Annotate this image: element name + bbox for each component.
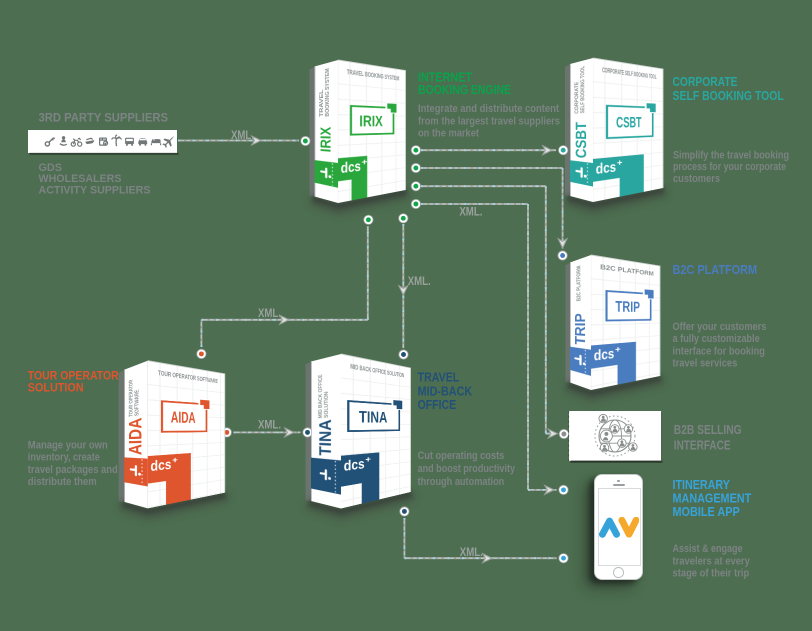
svg-text:OFFICE: OFFICE [418, 397, 457, 412]
svg-text:TRAVEL: TRAVEL [418, 370, 460, 385]
svg-text:ITINERARY: ITINERARY [673, 477, 731, 492]
svg-text:dcs: dcs [150, 457, 171, 475]
svg-text:ACTIVITY SUPPLIERS: ACTIVITY SUPPLIERS [39, 184, 151, 196]
svg-text:MID-BACK: MID-BACK [418, 383, 473, 398]
svg-text:customers: customers [673, 173, 720, 185]
svg-text:Simplify the travel booking: Simplify the travel booking [673, 149, 789, 161]
svg-text:distribute them: distribute them [28, 476, 97, 488]
svg-text:IRIX: IRIX [318, 126, 335, 152]
svg-text:INTERNET: INTERNET [418, 70, 472, 84]
svg-text:Manage your own: Manage your own [28, 439, 108, 451]
svg-text:through automation: through automation [418, 476, 505, 488]
svg-text:B2C PLATFORM: B2C PLATFORM [673, 262, 758, 277]
svg-text:XML.: XML. [258, 308, 281, 320]
svg-text:XML.: XML. [408, 276, 431, 288]
svg-text:dcs: dcs [344, 456, 365, 475]
svg-text:Integrate and distribute conte: Integrate and distribute content [418, 103, 559, 115]
svg-text:BOOKING SYSTEM: BOOKING SYSTEM [324, 67, 330, 117]
svg-text:Cut operating costs: Cut operating costs [418, 450, 505, 462]
svg-text:SOFTWARE: SOFTWARE [133, 389, 139, 416]
svg-text:from the largest travel suppli: from the largest travel suppliers [418, 115, 560, 127]
svg-text:MANAGEMENT: MANAGEMENT [673, 491, 752, 506]
svg-text:interface for booking: interface for booking [673, 345, 766, 357]
svg-text:travel services: travel services [673, 357, 738, 369]
svg-text:CORPORATE: CORPORATE [574, 81, 580, 114]
svg-text:Assist & engage: Assist & engage [673, 543, 743, 555]
svg-text:IRIX: IRIX [359, 112, 383, 130]
svg-text:3RD PARTY SUPPLIERS: 3RD PARTY SUPPLIERS [39, 111, 169, 125]
svg-text:WHOLESALERS: WHOLESALERS [39, 173, 122, 185]
svg-text:XML.: XML. [460, 547, 483, 559]
svg-text:a fully customizable: a fully customizable [673, 333, 760, 345]
svg-text:+: + [172, 456, 178, 466]
svg-text:+: + [365, 455, 371, 465]
svg-text:AIDA: AIDA [171, 409, 196, 427]
svg-text:CORPORATE: CORPORATE [673, 74, 738, 89]
svg-text:CSBT: CSBT [573, 122, 590, 160]
svg-text:TINA: TINA [359, 408, 387, 426]
svg-text:dcs: dcs [341, 159, 361, 177]
svg-text:SOLUTION: SOLUTION [28, 383, 84, 395]
svg-text:XML.: XML. [258, 420, 281, 432]
svg-text:travel packages and: travel packages and [28, 464, 118, 476]
svg-text:travelers at every: travelers at every [673, 555, 750, 567]
svg-text:AIDA: AIDA [126, 417, 146, 456]
svg-text:MID BACK OFFICE: MID BACK OFFICE [318, 373, 324, 418]
svg-text:MOBILE APP: MOBILE APP [673, 504, 741, 519]
svg-text:+: + [362, 158, 368, 168]
svg-text:TOUR OPERATOR: TOUR OPERATOR [128, 378, 134, 417]
svg-text:CSBT: CSBT [616, 114, 641, 132]
svg-text:dcs: dcs [596, 159, 616, 177]
svg-text:B2B SELLING: B2B SELLING [674, 422, 742, 437]
svg-text:inventory, create: inventory, create [28, 452, 100, 464]
svg-text:TOUR OPERATOR: TOUR OPERATOR [28, 371, 120, 383]
svg-text:SOLUTION: SOLUTION [324, 391, 330, 418]
svg-text:+: + [617, 158, 623, 168]
svg-text:BOOKING ENGINE: BOOKING ENGINE [418, 83, 511, 97]
svg-text:SELF BOOKING TOOL: SELF BOOKING TOOL [673, 88, 784, 103]
svg-text:GDS: GDS [39, 162, 63, 174]
svg-text:stage of their trip: stage of their trip [673, 568, 750, 580]
svg-text:dcs: dcs [594, 346, 615, 364]
svg-text:INTERFACE: INTERFACE [674, 438, 731, 453]
svg-text:TRIP: TRIP [572, 313, 589, 346]
svg-text:TRAVEL: TRAVEL [318, 89, 324, 118]
svg-text:SELF BOOKING TOOL: SELF BOOKING TOOL [580, 65, 586, 114]
svg-text:TRIP: TRIP [615, 297, 640, 315]
svg-text:XML.: XML. [231, 130, 254, 142]
svg-text:on the market: on the market [418, 127, 479, 139]
svg-text:TINA: TINA [317, 419, 335, 457]
svg-text:XML.: XML. [459, 207, 482, 219]
svg-text:B2C PLATFORM: B2C PLATFORM [576, 265, 582, 302]
svg-text:Offer your customers: Offer your customers [673, 321, 767, 333]
svg-text:and boost productivity: and boost productivity [418, 463, 515, 475]
svg-text:+: + [615, 344, 621, 354]
svg-text:process for your corporate: process for your corporate [673, 161, 786, 173]
